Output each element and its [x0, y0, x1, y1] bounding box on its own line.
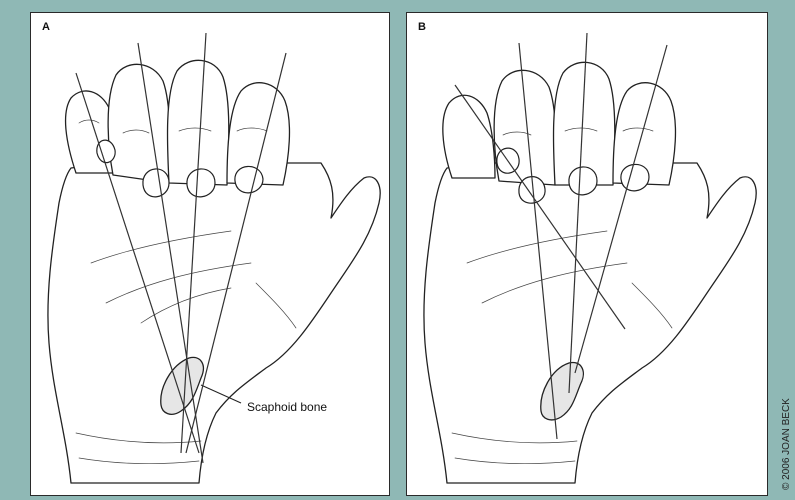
- hand-outline-b: [424, 163, 756, 483]
- hand-illustration-b: [407, 13, 768, 496]
- panel-b: B: [406, 12, 768, 496]
- nail-1-a: [97, 140, 115, 162]
- panel-label-b: B: [418, 21, 426, 33]
- panel-a: A Scaphoid bone: [30, 12, 390, 496]
- hand-outline-a: [48, 163, 380, 483]
- nail-3-a: [187, 169, 215, 197]
- copyright-notice: © 2006 JOAN BECK: [781, 398, 792, 490]
- panel-label-a: A: [42, 21, 50, 33]
- nail-2-a: [143, 169, 169, 197]
- nail-4-a: [235, 166, 263, 192]
- finger-middle-a: [108, 64, 170, 183]
- finger-index-b: [443, 95, 495, 178]
- nail-4-b: [621, 164, 649, 190]
- nail-3-b: [569, 167, 597, 195]
- hand-illustration-a: [31, 13, 390, 496]
- scaphoid-callout-label: Scaphoid bone: [247, 400, 327, 414]
